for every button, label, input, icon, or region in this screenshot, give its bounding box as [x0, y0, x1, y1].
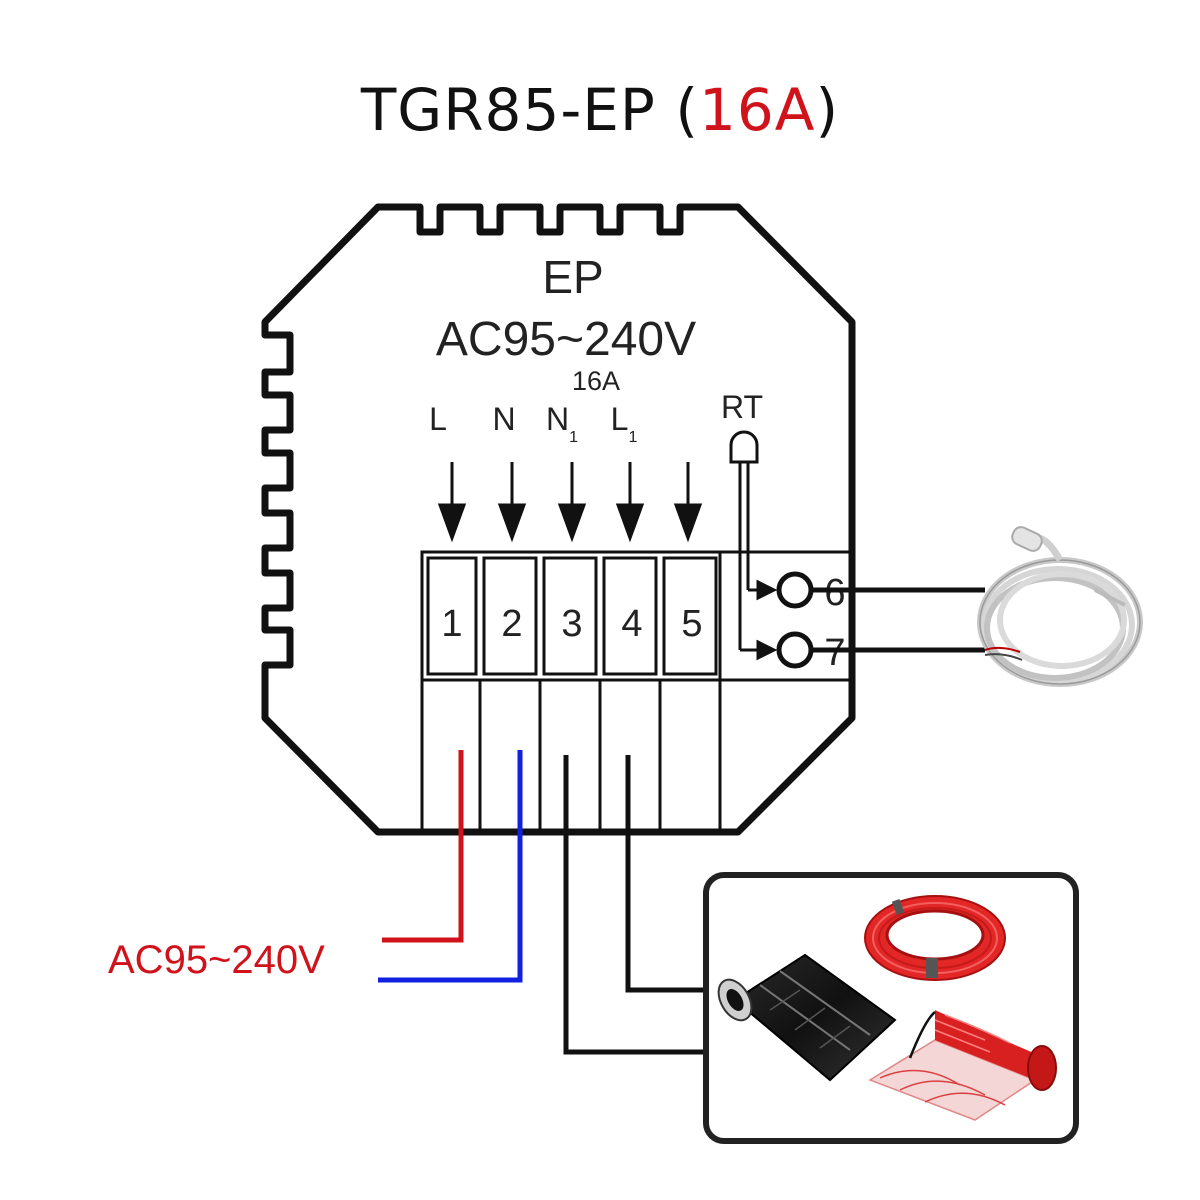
device-current: 16A: [572, 366, 620, 396]
terminal-label-l: L: [429, 401, 447, 437]
terminal-label-l1: L1: [611, 401, 638, 446]
heating-mat-icon: [868, 1010, 1057, 1121]
terminal-1: 1: [441, 603, 462, 645]
diagram-title: TGR85-EP (16A): [0, 76, 1200, 144]
terminal-5: 5: [681, 603, 702, 645]
load-wires: [563, 755, 706, 1055]
device-model-code: EP: [542, 251, 603, 303]
terminal-6: 6: [824, 572, 845, 614]
title-current: 16A: [698, 76, 816, 144]
supply-wires: [378, 750, 523, 983]
sensor-wires: [811, 587, 985, 653]
thermostat-body: [261, 203, 856, 836]
terminal-7: 7: [824, 632, 845, 674]
heating-cable-coil-icon: [864, 895, 1006, 981]
floor-sensor-coil-icon: [977, 526, 1143, 687]
sensor-label-rt: RT: [721, 389, 763, 425]
terminal-label-n1: N1: [546, 401, 578, 446]
title-model: TGR85-EP: [360, 76, 656, 144]
terminal-labels: L N N1 L1 RT: [429, 389, 763, 446]
terminal-3: 3: [561, 603, 582, 645]
terminal-arrows: [437, 462, 703, 543]
device-voltage: AC95~240V: [436, 313, 696, 366]
terminal-2: 2: [501, 603, 522, 645]
terminal-block: [420, 550, 854, 832]
terminal-4: 4: [621, 603, 642, 645]
rt-sensor-probe: [729, 430, 814, 669]
terminal-numbers: 1 2 3 4 5: [441, 603, 702, 645]
title-close-paren: ): [815, 76, 840, 144]
terminal-label-n: N: [492, 401, 515, 437]
supply-voltage-label: AC95~240V: [108, 938, 325, 982]
title-open-paren: (: [675, 76, 699, 144]
heating-film-icon: [717, 953, 897, 1082]
